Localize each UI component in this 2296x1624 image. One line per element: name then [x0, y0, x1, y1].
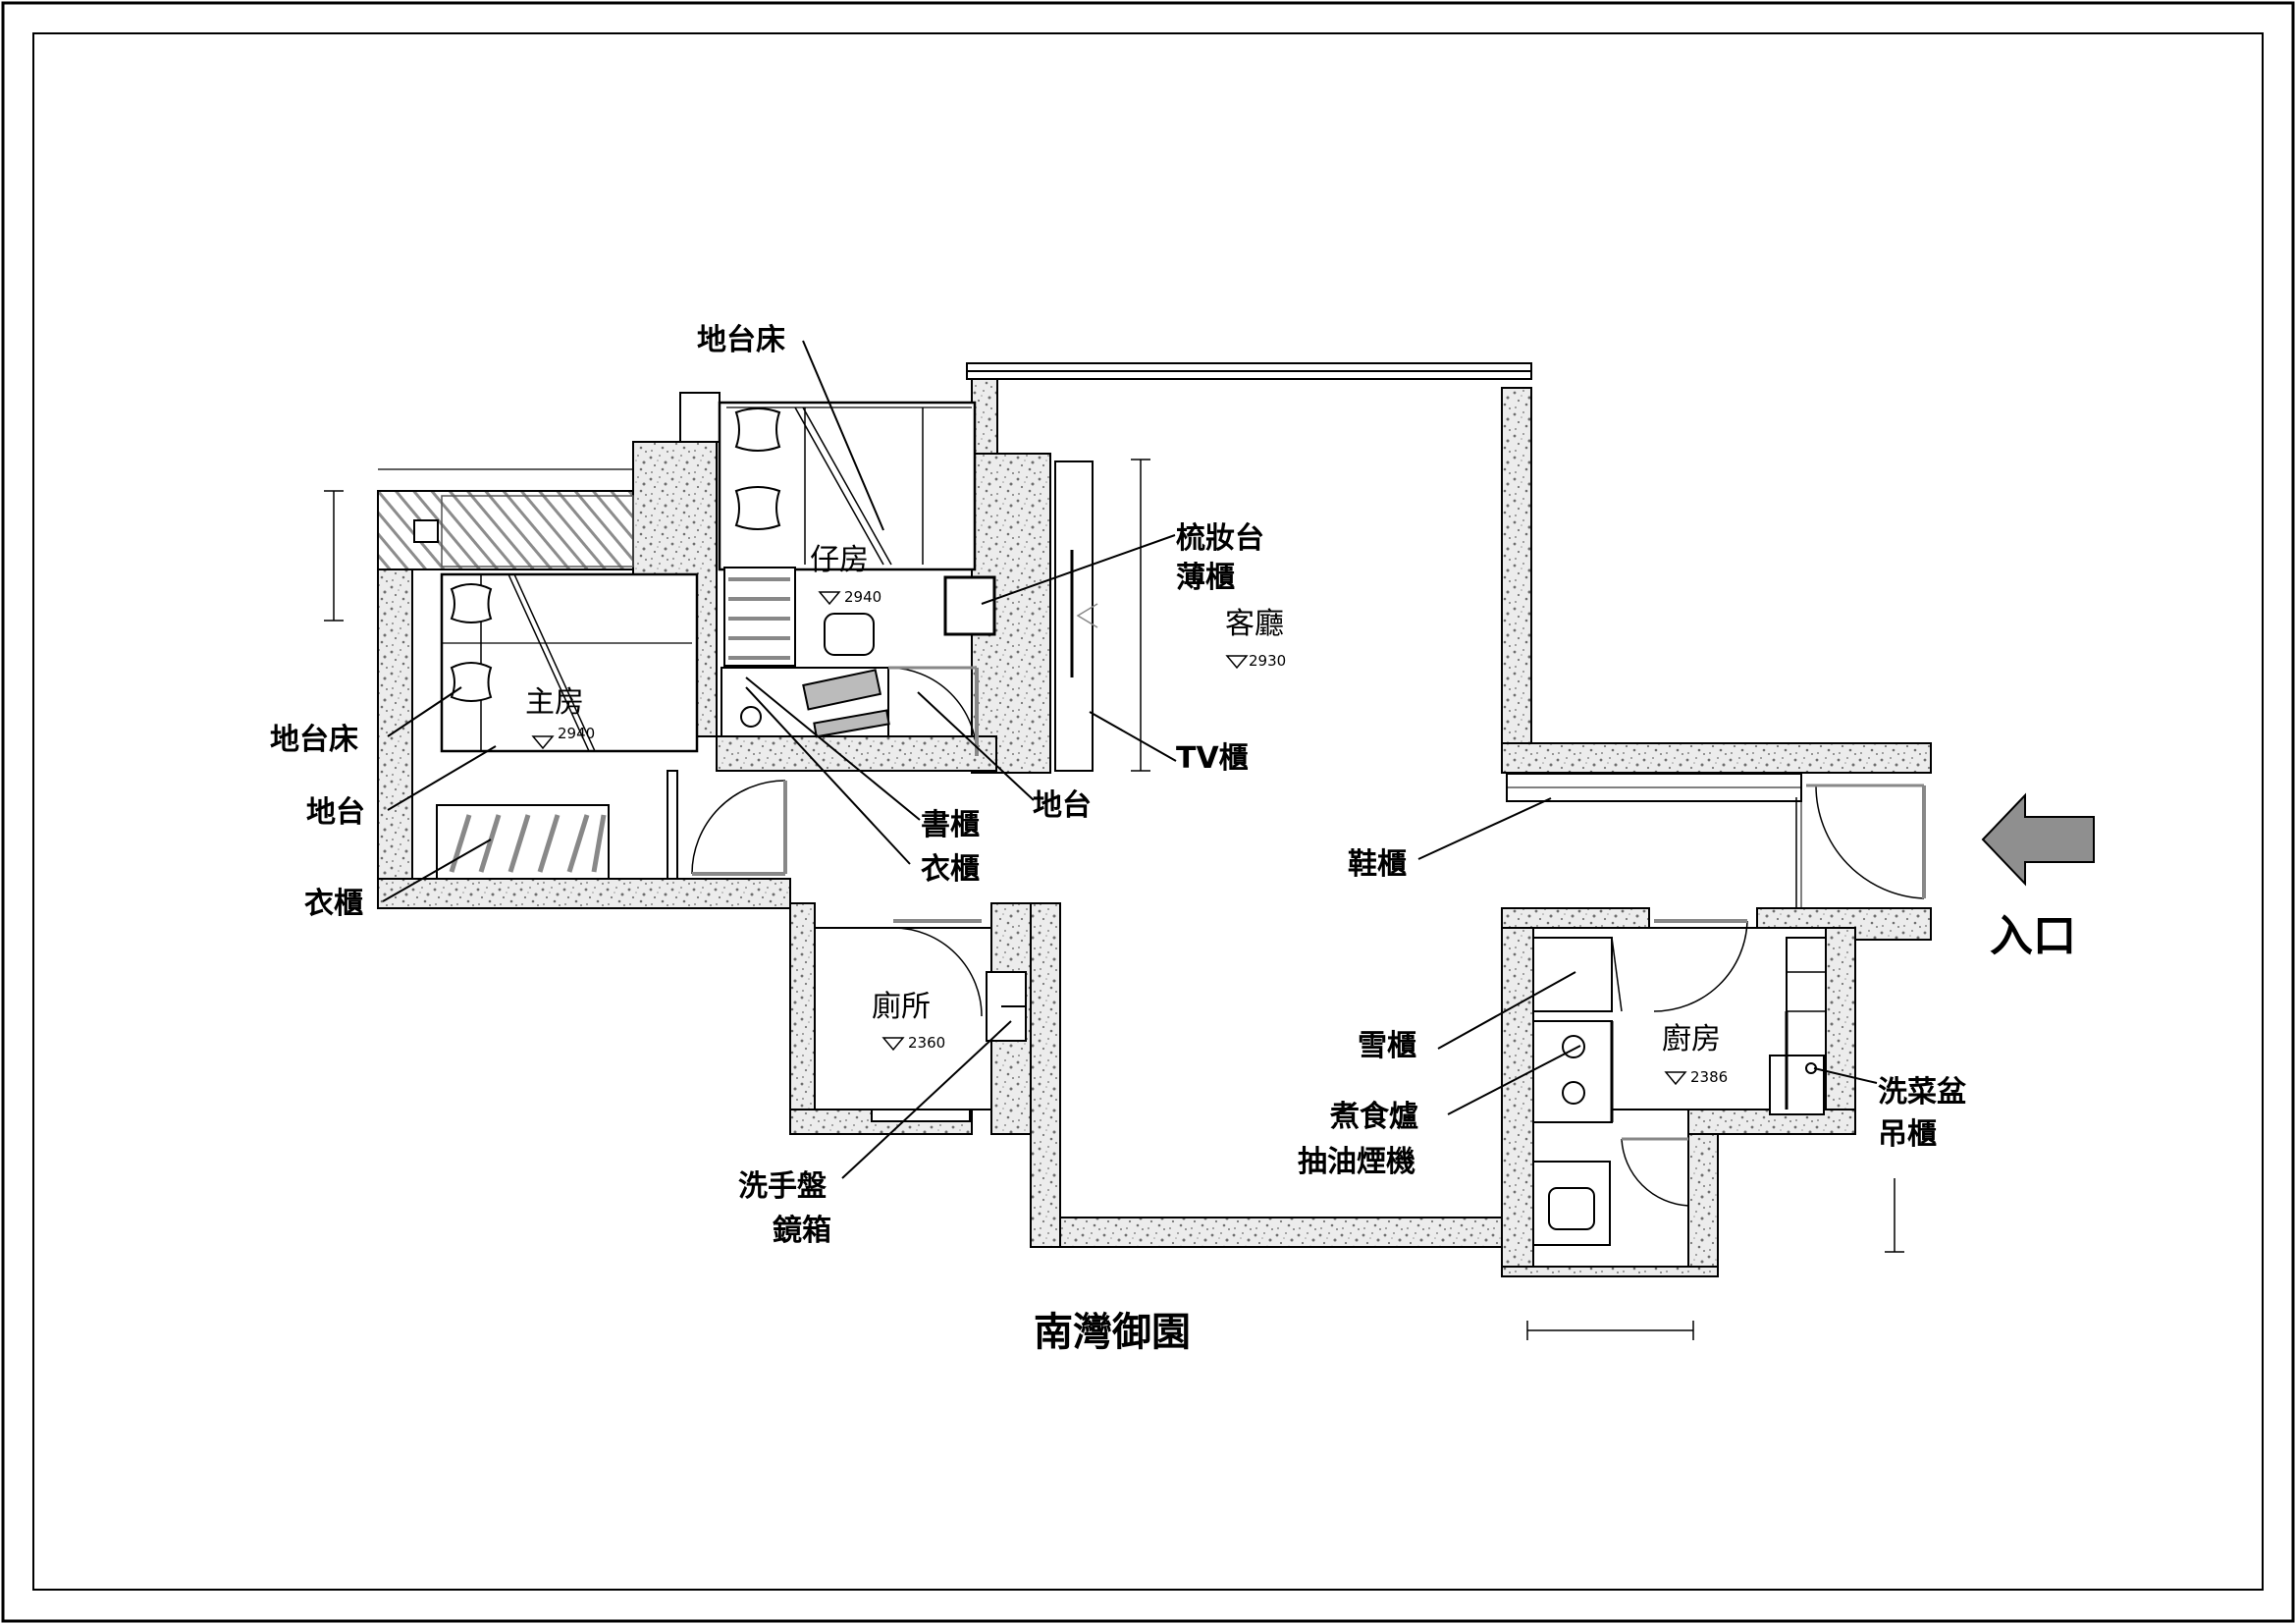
level-marker-icon [1225, 655, 1249, 670]
level-living: 2930 [1249, 652, 1286, 670]
level-marker-icon [818, 591, 841, 606]
son-room [718, 401, 996, 757]
callout-book-cabinet: 書櫃 [921, 808, 980, 842]
callout-platform-bed-top: 地台床 [697, 323, 785, 357]
level-kitchen: 2386 [1690, 1068, 1728, 1086]
master-bedroom [324, 468, 787, 880]
callout-tv-cabinet: TV櫃 [1176, 741, 1249, 776]
level-toilet: 2360 [908, 1034, 945, 1052]
level-marker-icon [1664, 1071, 1687, 1086]
room-label-living: 客廳 [1225, 607, 1284, 641]
callout-mirror-cabinet: 鏡箱 [773, 1214, 831, 1248]
callout-dressing-table: 梳妝台 [1176, 521, 1264, 556]
toilet [814, 919, 1027, 1122]
callout-wash-basin: 洗手盤 [738, 1169, 827, 1204]
living-room [1054, 459, 1926, 908]
kitchen [1526, 800, 1904, 1340]
level-marker-icon [531, 735, 555, 750]
callout-fridge-cabinet: 雪櫃 [1358, 1029, 1416, 1063]
room-label-kitchen: 廚房 [1662, 1022, 1721, 1056]
callout-shoe-cabinet: 鞋櫃 [1348, 847, 1407, 882]
inner-frame [32, 32, 2264, 1591]
plan-title: 南灣御園 [1034, 1310, 1191, 1355]
labels: 地台床 梳妝台 薄櫃 客廳 2930 仔房 2940 主房 2940 地台床 地… [270, 323, 2076, 1355]
level-marker-icon [881, 1037, 905, 1052]
callout-wall-cabinet: 吊櫃 [1878, 1117, 1937, 1152]
level-master-room: 2940 [558, 725, 595, 742]
room-label-master-room: 主房 [525, 685, 584, 720]
room-label-son-room: 仔房 [810, 543, 869, 577]
callout-wardrobe-left: 衣櫃 [304, 887, 363, 921]
callout-wardrobe-center: 衣櫃 [921, 852, 980, 887]
room-label-toilet: 廁所 [872, 990, 931, 1024]
callout-range-hood: 抽油煙機 [1298, 1145, 1415, 1179]
callout-cooker: 煮食爐 [1329, 1100, 1418, 1134]
callout-platform-left: 地台 [306, 795, 365, 830]
callout-thin-cabinet: 薄櫃 [1176, 561, 1235, 595]
callout-platform-bed-left: 地台床 [270, 723, 358, 757]
callout-sink: 洗菜盆 [1878, 1075, 1967, 1110]
entrance-label: 入口 [1990, 911, 2076, 961]
level-son-room: 2940 [844, 588, 881, 606]
callout-platform-center: 地台 [1033, 788, 1092, 823]
entrance-arrow-icon [1981, 792, 2095, 887]
leader-lines [382, 340, 1878, 1179]
